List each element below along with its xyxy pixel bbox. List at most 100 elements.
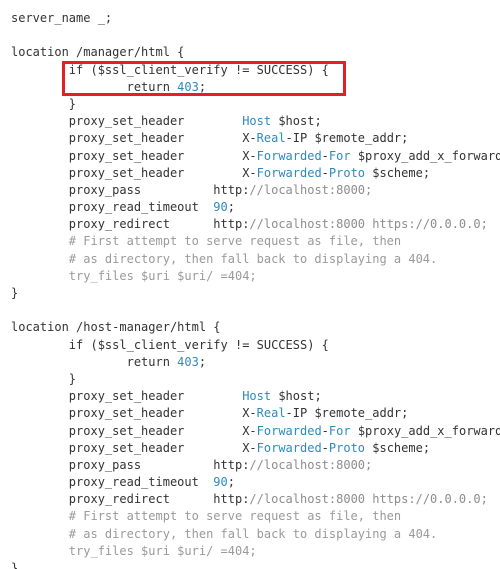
- code-token: Real: [256, 131, 286, 146]
- code-token: $host;: [271, 389, 322, 404]
- code-line: [11, 27, 500, 44]
- code-line: proxy_read_timeout 90;: [11, 474, 500, 491]
- code-line: proxy_pass http://localhost:8000;: [11, 182, 500, 199]
- code-line: proxy_set_header X-Forwarded-For $proxy_…: [11, 148, 500, 165]
- code-line: return 403;: [11, 79, 500, 96]
- code-token: proxy_set_header X-: [11, 440, 257, 455]
- code-view: server_name _; location /manager/html { …: [11, 10, 500, 569]
- code-token: proxy_redirect http:: [11, 492, 250, 507]
- code-token: $proxy_add_x_forwarded_for;: [357, 148, 500, 163]
- code-line: proxy_set_header Host $host;: [11, 388, 500, 405]
- code-token: For: [328, 423, 351, 438]
- code-token: //localhost:8000;: [249, 182, 373, 197]
- code-token: //localhost:8000;: [249, 457, 373, 472]
- code-line: proxy_redirect http://localhost:8000 htt…: [11, 491, 500, 508]
- code-token: # as directory, then fall back to displa…: [11, 526, 438, 541]
- code-token: proxy_set_header X-: [11, 406, 257, 421]
- code-token: -IP $remote_addr;: [285, 131, 409, 146]
- code-token: proxy_read_timeout: [11, 200, 214, 215]
- code-token: # First attempt to serve request as file…: [11, 509, 402, 524]
- code-token: 403: [177, 354, 199, 369]
- code-token: Forwarded: [256, 423, 322, 438]
- code-line: }: [11, 371, 500, 388]
- code-token: $scheme;: [365, 440, 431, 455]
- code-token: return: [11, 79, 178, 94]
- code-token: try_files $uri $uri/ =404;: [11, 543, 257, 558]
- code-token: $host;: [271, 114, 322, 129]
- code-line: if ($ssl_client_verify != SUCCESS) {: [11, 62, 500, 79]
- code-token: -: [321, 423, 329, 438]
- code-token: proxy_pass http:: [11, 182, 250, 197]
- code-token: //localhost:8000 https://0.0.0.0;: [249, 492, 488, 507]
- code-token: proxy_set_header X-: [11, 148, 257, 163]
- code-token: 403: [177, 79, 199, 94]
- code-line: # as directory, then fall back to displa…: [11, 526, 500, 543]
- code-line: location /manager/html {: [11, 44, 500, 61]
- code-token: proxy_redirect http:: [11, 217, 250, 232]
- code-token: proxy_read_timeout: [11, 475, 214, 490]
- code-token: location /manager/html {: [11, 45, 185, 60]
- code-line: [11, 302, 500, 319]
- code-token: # First attempt to serve request as file…: [11, 234, 402, 249]
- code-token: }: [11, 561, 19, 569]
- code-token: ;: [227, 200, 235, 215]
- code-line: proxy_set_header X-Real-IP $remote_addr;: [11, 405, 500, 422]
- code-token: if ($ssl_client_verify != SUCCESS) {: [11, 337, 329, 352]
- code-token: proxy_set_header: [11, 389, 243, 404]
- code-token: Real: [256, 406, 286, 421]
- code-token: if ($ssl_client_verify != SUCCESS) {: [11, 62, 329, 77]
- code-token: }: [11, 286, 19, 300]
- code-line: }: [11, 560, 500, 569]
- code-token: -: [321, 440, 329, 455]
- code-line: # First attempt to serve request as file…: [11, 233, 500, 250]
- code-line: server_name _;: [11, 10, 500, 27]
- code-token: 90: [213, 475, 228, 490]
- code-token: Host: [242, 114, 272, 129]
- code-line: proxy_read_timeout 90;: [11, 199, 500, 216]
- code-token: proxy_set_header X-: [11, 423, 257, 438]
- code-token: proxy_set_header X-: [11, 131, 257, 146]
- code-token: Proto: [328, 165, 366, 180]
- code-line: proxy_set_header X-Forwarded-Proto $sche…: [11, 165, 500, 182]
- code-token: try_files $uri $uri/ =404;: [11, 268, 257, 283]
- code-token: server_name _;: [11, 11, 113, 25]
- code-token: 90: [213, 200, 228, 215]
- code-line: }: [11, 285, 500, 302]
- code-token: proxy_set_header: [11, 114, 243, 129]
- code-line: proxy_set_header X-Real-IP $remote_addr;: [11, 130, 500, 147]
- code-token: return: [11, 354, 178, 369]
- code-line: proxy_pass http://localhost:8000;: [11, 457, 500, 474]
- code-token: proxy_set_header X-: [11, 165, 257, 180]
- code-line: }: [11, 96, 500, 113]
- code-token: ;: [198, 354, 207, 369]
- code-line: return 403;: [11, 354, 500, 371]
- code-line: proxy_set_header Host $host;: [11, 113, 500, 130]
- code-token: location /host-manager/html {: [11, 320, 221, 335]
- code-line: location /host-manager/html {: [11, 319, 500, 336]
- code-line: if ($ssl_client_verify != SUCCESS) {: [11, 337, 500, 354]
- code-token: ;: [227, 475, 235, 490]
- code-line: try_files $uri $uri/ =404;: [11, 543, 500, 560]
- code-token: Forwarded: [256, 440, 322, 455]
- code-token: # as directory, then fall back to displa…: [11, 251, 438, 266]
- code-token: $proxy_add_x_forwarded_for;: [357, 423, 500, 438]
- code-token: Host: [242, 389, 272, 404]
- code-line: proxy_set_header X-Forwarded-For $proxy_…: [11, 423, 500, 440]
- code-token: Proto: [328, 440, 366, 455]
- code-token: Forwarded: [256, 148, 322, 163]
- code-token: -: [321, 148, 329, 163]
- code-line: proxy_redirect http://localhost:8000 htt…: [11, 216, 500, 233]
- code-line: # as directory, then fall back to displa…: [11, 251, 500, 268]
- code-token: proxy_pass http:: [11, 457, 250, 472]
- code-token: Forwarded: [256, 165, 322, 180]
- code-line: proxy_set_header X-Forwarded-Proto $sche…: [11, 440, 500, 457]
- code-token: //localhost:8000 https://0.0.0.0;: [249, 217, 488, 232]
- code-token: -: [321, 165, 329, 180]
- code-line: # First attempt to serve request as file…: [11, 508, 500, 525]
- code-token: }: [11, 371, 77, 386]
- code-line: try_files $uri $uri/ =404;: [11, 268, 500, 285]
- code-token: $scheme;: [365, 165, 431, 180]
- code-token: ;: [198, 79, 207, 94]
- code-token: }: [11, 96, 77, 111]
- code-token: For: [328, 148, 351, 163]
